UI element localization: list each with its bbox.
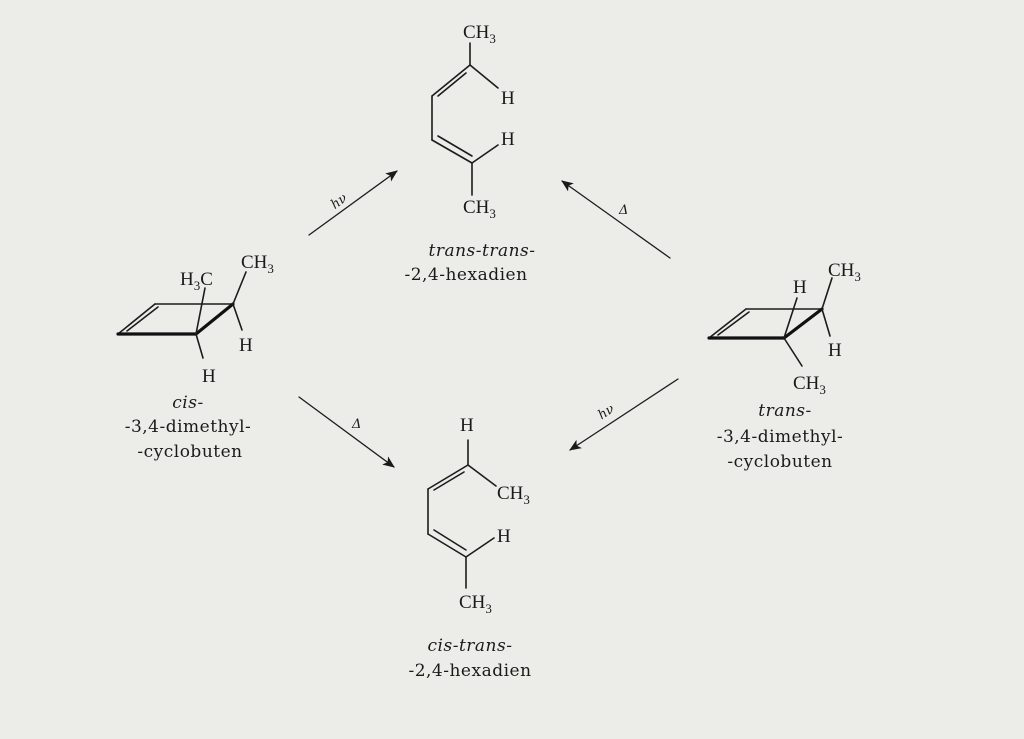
cis-caption-line3: -cyclobuten xyxy=(137,442,242,462)
trans-ch3-top: CH3 xyxy=(828,260,861,284)
cis-trans-skeleton xyxy=(427,439,497,589)
label-hv-upper-left: hν xyxy=(328,191,350,213)
cis-ring xyxy=(116,271,247,359)
trans-ring xyxy=(707,277,833,367)
trans-ch3-bottom: CH3 xyxy=(793,373,826,397)
tt-caption-line2: -2,4-hexadien xyxy=(404,265,527,285)
trans-trans-skeleton xyxy=(431,42,499,196)
cis-h3c-label: H3C xyxy=(180,269,213,293)
cis-caption-line2: -3,4-dimethyl- xyxy=(125,417,252,437)
trans-caption-line2: -3,4-dimethyl- xyxy=(717,427,844,447)
trans-h-right: H xyxy=(828,340,842,361)
ct-ch3-bottom: CH3 xyxy=(459,592,492,616)
cis-ch3-label: CH3 xyxy=(241,252,274,276)
ct-h-mid: H xyxy=(497,526,511,547)
trans-dimethylcyclobutene: H CH3 H CH3 trans- -3,4-dimethyl- -cyclo… xyxy=(707,260,861,472)
cis-trans-hexadiene: H CH3 H CH3 cis-trans- -2,4-hexadien xyxy=(408,415,531,681)
label-hv-lower-right: hν xyxy=(595,402,617,423)
cis-dimethylcyclobutene: H3C CH3 H H cis- -3,4-dimethyl- -cyclobu… xyxy=(116,252,274,462)
label-delta-upper-right: Δ xyxy=(618,203,628,218)
cis-h-right: H xyxy=(239,335,253,356)
tt-h-upper: H xyxy=(501,88,515,109)
tt-caption-line1: trans-trans- xyxy=(428,241,535,261)
ct-ch3-right: CH3 xyxy=(497,483,530,507)
trans-caption-line3: -cyclobuten xyxy=(727,452,832,472)
trans-trans-hexadiene: CH3 H H CH3 trans-trans- -2,4-hexadien xyxy=(404,22,535,285)
trans-caption-line1: trans- xyxy=(758,401,812,421)
ct-caption-line1: cis-trans- xyxy=(428,636,513,656)
ct-h-top: H xyxy=(460,415,474,436)
tt-ch3-bottom: CH3 xyxy=(463,197,496,221)
cis-caption-line1: cis- xyxy=(172,393,203,413)
arrow-cis-to-cis-trans: Δ xyxy=(298,396,395,468)
tt-ch3-top: CH3 xyxy=(463,22,496,46)
arrow-trans-to-cis-trans: hν xyxy=(569,378,679,451)
ct-caption-line2: -2,4-hexadien xyxy=(408,661,531,681)
arrow-cis-to-trans-trans: hν xyxy=(308,170,398,236)
cis-h-bottom: H xyxy=(202,366,216,387)
label-delta-lower-left: Δ xyxy=(351,417,361,432)
trans-h-top: H xyxy=(793,277,807,298)
tt-h-lower: H xyxy=(501,129,515,150)
arrow-trans-to-trans-trans: Δ xyxy=(561,180,671,259)
